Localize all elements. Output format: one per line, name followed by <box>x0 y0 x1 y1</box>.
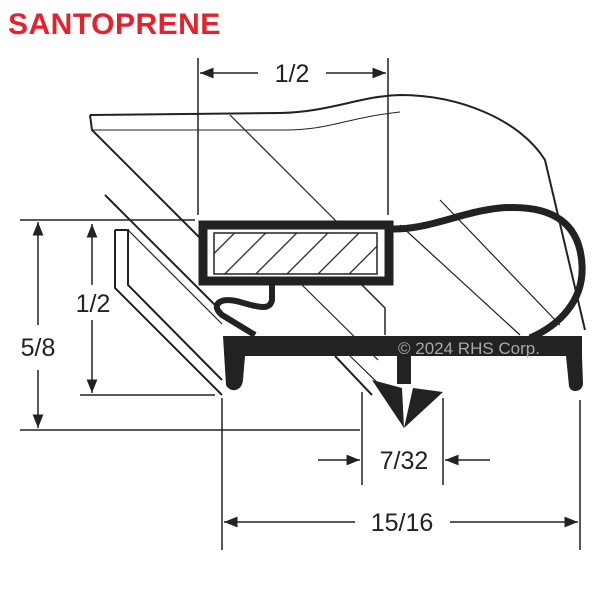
magnet-housing <box>198 220 394 286</box>
door-panel <box>89 93 586 336</box>
gasket-bulb <box>388 204 586 342</box>
dimension-top-width <box>197 58 389 215</box>
dimension-dart-width-label: 7/32 <box>380 447 429 475</box>
dimension-dart-width <box>318 392 490 485</box>
magnet-insert <box>213 232 378 275</box>
dimension-outer-height-label: 5/8 <box>21 334 56 362</box>
copyright-text: © 2024 RHS Corp. <box>398 339 540 358</box>
gasket-base <box>223 336 583 428</box>
dimension-overall-width <box>221 398 581 550</box>
dimension-top-width-label: 1/2 <box>275 60 310 88</box>
material-title: SANTOPRENE <box>8 8 221 41</box>
dimension-outer-height <box>20 219 360 431</box>
dimension-inner-height <box>80 224 215 396</box>
gasket-flex-fin <box>213 283 275 338</box>
dimension-overall-width-label: 15/16 <box>371 509 434 537</box>
retainer-channel <box>104 194 386 396</box>
dimension-inner-height-label: 1/2 <box>76 290 111 318</box>
